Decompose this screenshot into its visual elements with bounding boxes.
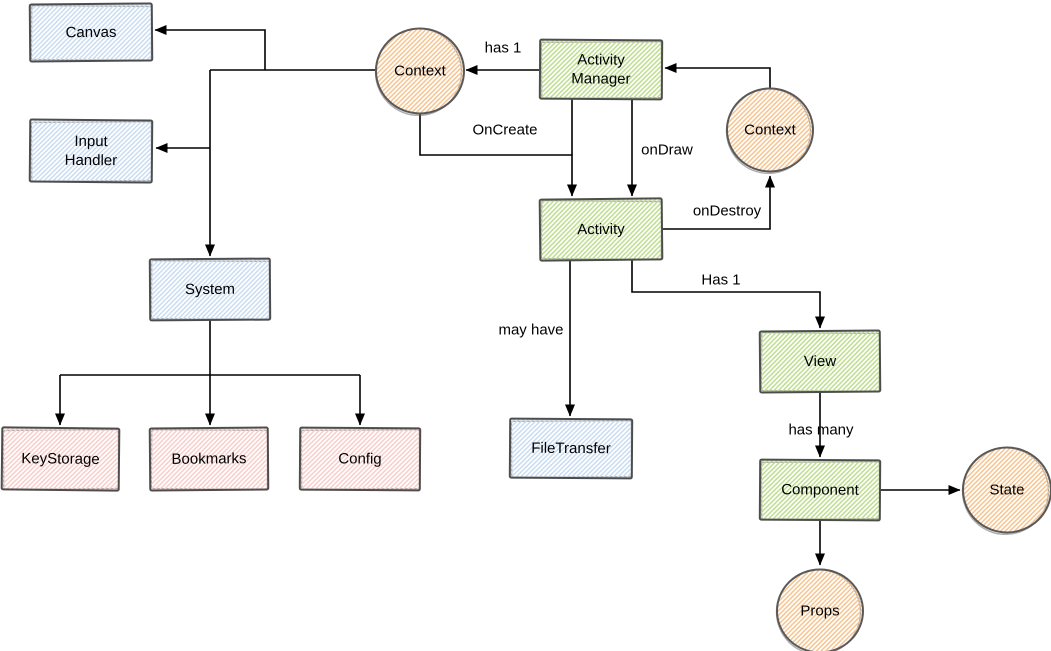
edge-label-activity-has1-view: Has 1 (701, 272, 740, 289)
node-system: System (148, 257, 272, 322)
node-shape-system (148, 257, 272, 322)
node-label-bookmarks: Bookmarks (171, 450, 246, 468)
node-context-right: Context (725, 87, 814, 175)
node-activity: Activity (538, 197, 664, 262)
node-label-activity-manager: Activity (577, 51, 625, 68)
edge-contextright-to-am (664, 63, 771, 88)
node-shape-canvas (28, 2, 154, 63)
node-shape-props (776, 568, 864, 651)
node-label-context-right: Context (744, 122, 797, 139)
edge-layer: has 1 OnCreate onDraw onDestroy may have Has … (55, 25, 961, 566)
node-label-props: Props (800, 603, 839, 620)
edge-trunk-to-canvas (154, 25, 266, 70)
node-label-context-left: Context (394, 63, 447, 80)
node-context-left: Context (374, 27, 465, 117)
node-filetransfer: FileTransfer (508, 417, 634, 480)
edge-label-am-to-context: has 1 (485, 40, 522, 57)
node-component: Component (758, 458, 882, 522)
node-label-config: Config (338, 450, 381, 467)
edge-label-am-ondraw: onDraw (641, 142, 693, 159)
edge-activity-has1-view (631, 260, 825, 329)
node-label-state: State (989, 482, 1024, 499)
edge-label-activity-ondestroy: onDestroy (693, 203, 762, 220)
node-label-input-handler: Handler (65, 152, 118, 169)
node-label-activity: Activity (577, 221, 625, 239)
node-shape-component (758, 458, 882, 522)
edge-label-activity-mayhave: may have (498, 322, 563, 339)
node-shape-bookmarks (148, 426, 270, 492)
node-props: Props (775, 568, 864, 651)
edge-context-oncreate (419, 114, 577, 197)
node-bookmarks: Bookmarks (148, 426, 270, 492)
node-view: View (758, 329, 882, 394)
node-canvas: Canvas (28, 2, 154, 63)
node-shape-keystorage (0, 426, 121, 492)
edge-activity-ondestroy (662, 175, 775, 230)
node-shape-state (962, 446, 1051, 534)
node-shape-filetransfer (508, 417, 634, 480)
node-shape-config (298, 426, 422, 492)
node-shape-view (758, 329, 882, 394)
node-shape-input-handler (28, 118, 154, 184)
node-label-view: View (804, 353, 837, 370)
node-shape-context-right (726, 87, 814, 173)
node-shape-activity (538, 197, 664, 262)
node-label-keystorage: KeyStorage (21, 450, 100, 468)
node-label-canvas: Canvas (65, 24, 116, 41)
node-shape-activity-manager (538, 38, 664, 101)
node-label-input-handler: Input (74, 133, 108, 150)
node-label-filetransfer: FileTransfer (531, 440, 611, 458)
node-state: State (961, 446, 1051, 536)
node-keystorage: KeyStorage (0, 426, 121, 492)
edge-label-view-hasmany: has many (788, 422, 854, 439)
node-config: Config (298, 426, 422, 492)
node-label-activity-manager: Manager (571, 70, 630, 87)
edge-label-context-oncreate: OnCreate (472, 122, 537, 139)
node-shape-context-left (375, 27, 465, 115)
node-label-system: System (185, 281, 235, 298)
node-label-component: Component (781, 481, 859, 499)
